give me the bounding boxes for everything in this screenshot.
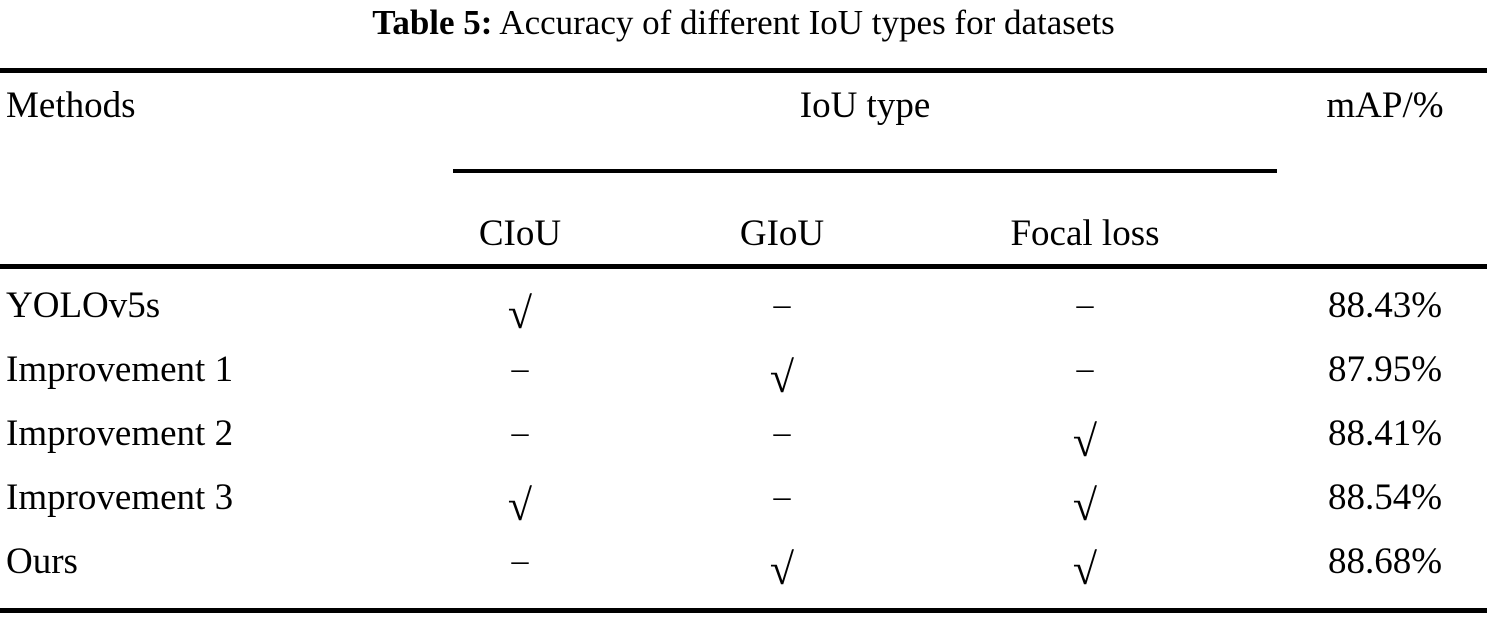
check-icon: √: [507, 289, 533, 338]
column-header-map: mAP/%: [1326, 85, 1444, 126]
check-icon: √: [769, 545, 795, 594]
cell-focal-loss: –: [955, 284, 1215, 328]
dash-icon: –: [773, 478, 791, 515]
check-icon: √: [1072, 481, 1098, 530]
column-header-giou: GIoU: [739, 213, 825, 254]
column-header-methods: Methods: [6, 85, 136, 126]
table-top-rule: [0, 68, 1487, 73]
cell-map: 88.54%: [1327, 477, 1443, 518]
cell-giou: √: [672, 348, 892, 400]
cell-map: 88.68%: [1327, 541, 1443, 582]
cell-map: 88.43%: [1327, 285, 1443, 326]
cell-focal-loss: √: [955, 540, 1215, 592]
table-bottom-rule: [0, 608, 1487, 613]
dash-icon: –: [511, 542, 529, 579]
table-group-rule: [453, 169, 1277, 173]
cell-map: 87.95%: [1327, 349, 1443, 390]
column-header-focal-loss: Focal loss: [1010, 213, 1160, 254]
cell-map: 88.41%: [1327, 413, 1443, 454]
cell-method: Ours: [6, 541, 78, 582]
cell-ciou: –: [410, 540, 630, 584]
dash-icon: –: [511, 414, 529, 451]
dash-icon: –: [1076, 286, 1094, 323]
table-caption: Table 5: Accuracy of different IoU types…: [0, 0, 1487, 47]
cell-focal-loss: √: [955, 412, 1215, 464]
cell-giou: –: [672, 412, 892, 456]
cell-focal-loss: –: [955, 348, 1215, 392]
cell-ciou: –: [410, 412, 630, 456]
cell-giou: √: [672, 540, 892, 592]
cell-focal-loss: √: [955, 476, 1215, 528]
cell-giou: –: [672, 476, 892, 520]
table-caption-label: Table 5:: [372, 3, 493, 42]
check-icon: √: [507, 481, 533, 530]
cell-method: Improvement 2: [6, 413, 234, 454]
cell-ciou: √: [410, 284, 630, 336]
dash-icon: –: [773, 414, 791, 451]
dash-icon: –: [1076, 350, 1094, 387]
cell-method: Improvement 1: [6, 349, 234, 390]
cell-method: Improvement 3: [6, 477, 234, 518]
cell-giou: –: [672, 284, 892, 328]
table-header-rule: [0, 264, 1487, 269]
dash-icon: –: [511, 350, 529, 387]
cell-ciou: √: [410, 476, 630, 528]
check-icon: √: [1072, 417, 1098, 466]
dash-icon: –: [773, 286, 791, 323]
cell-method: YOLOv5s: [6, 285, 161, 326]
check-icon: √: [1072, 545, 1098, 594]
check-icon: √: [769, 353, 795, 402]
column-header-iou-type: IoU type: [799, 85, 931, 126]
table-caption-text: Accuracy of different IoU types for data…: [499, 3, 1115, 42]
cell-ciou: –: [410, 348, 630, 392]
column-header-ciou: CIoU: [478, 213, 562, 254]
